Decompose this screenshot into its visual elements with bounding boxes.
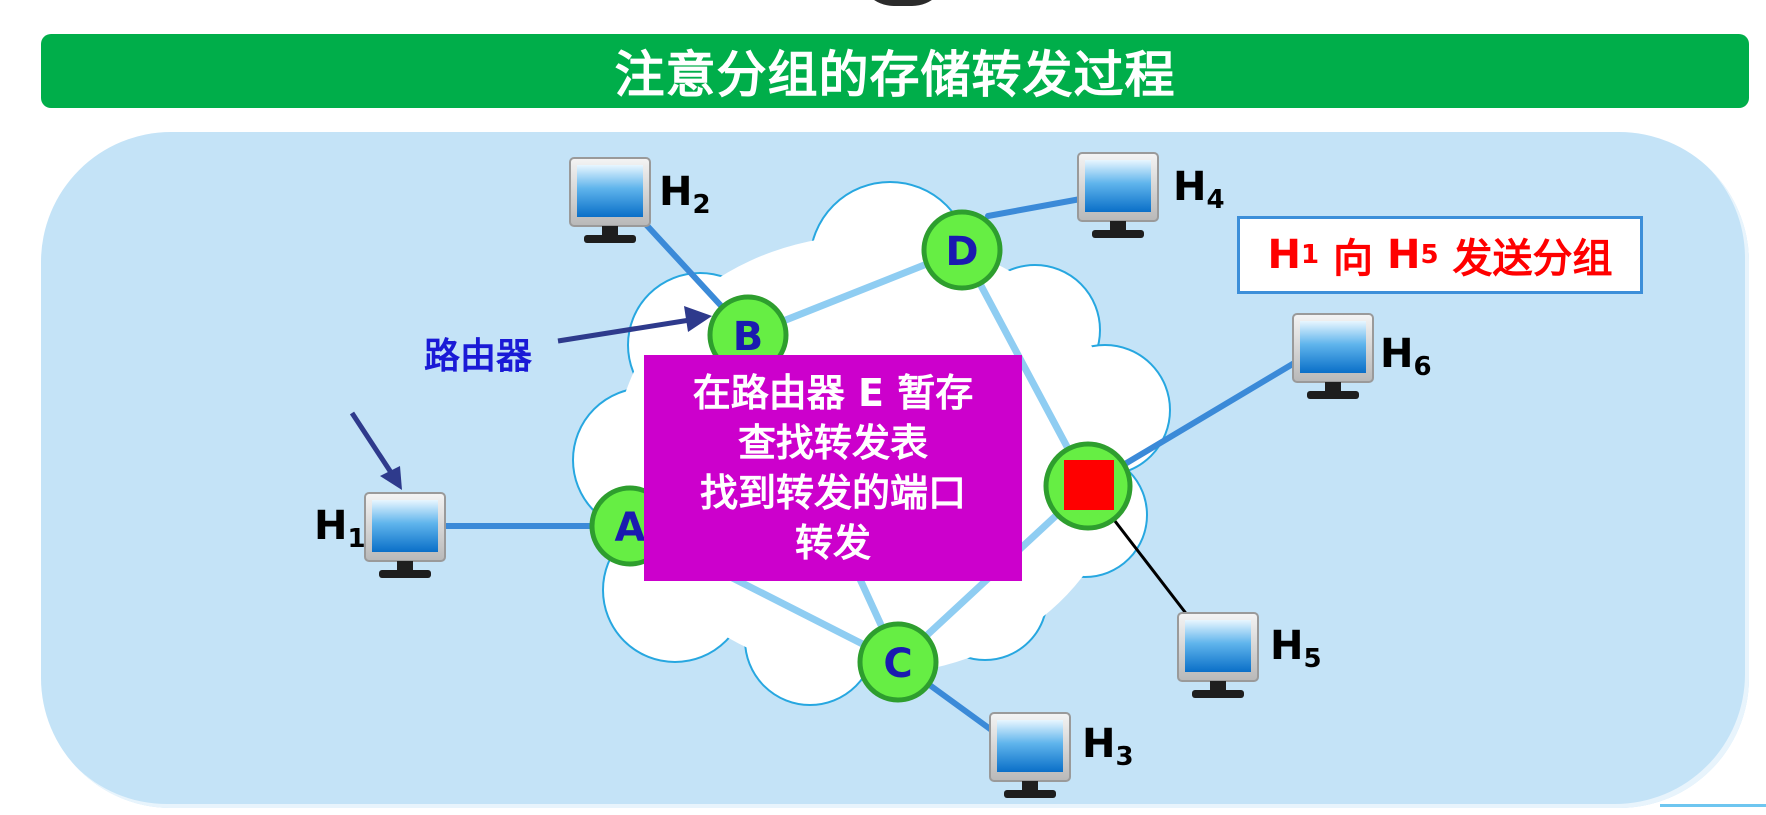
router-b-label: B — [733, 314, 764, 360]
host-h6-monitor-icon — [1292, 313, 1374, 400]
panel-edge — [1660, 804, 1766, 815]
router-d-label: D — [945, 229, 978, 275]
host-h3-monitor-icon — [989, 712, 1071, 799]
info-line-2: 查找转发表 — [737, 421, 928, 465]
top-decoration — [858, 0, 948, 6]
host-h5-monitor-icon — [1177, 612, 1259, 699]
router-e — [1043, 441, 1133, 531]
host-h1-label: H1 — [314, 503, 366, 554]
router-b: B — [707, 294, 789, 376]
info-line-3: 找到转发的端口 — [699, 471, 966, 515]
router-label: 路由器 — [424, 336, 533, 377]
router-pointer-arrow-icon — [557, 306, 712, 344]
title-bar: 注意分组的存储转发过程 — [41, 34, 1749, 108]
info-line-4: 转发 — [794, 521, 871, 565]
host-h1-monitor-icon — [364, 492, 446, 579]
host-h3-label: H3 — [1082, 721, 1134, 772]
host-h2-label: H2 — [659, 169, 711, 220]
router-a-label: A — [615, 505, 646, 551]
router-c: C — [857, 621, 939, 703]
host-pointer-arrow-icon — [349, 411, 402, 490]
host-h4-label: H4 — [1173, 164, 1225, 215]
router-d: D — [921, 209, 1003, 291]
packet — [1064, 460, 1114, 510]
router-c-label: C — [883, 641, 912, 687]
host-h6-label: H6 — [1380, 331, 1432, 382]
host-h2-monitor-icon — [569, 157, 651, 244]
forwarding-info-box: 在路由器 E 暂存 查找转发表 找到转发的端口 转发 — [644, 355, 1022, 581]
host-h4-monitor-icon — [1077, 152, 1159, 239]
page-title: 注意分组的存储转发过程 — [614, 46, 1176, 104]
host-h5-label: H5 — [1270, 623, 1322, 674]
info-line-1: 在路由器 E 暂存 — [692, 371, 974, 415]
